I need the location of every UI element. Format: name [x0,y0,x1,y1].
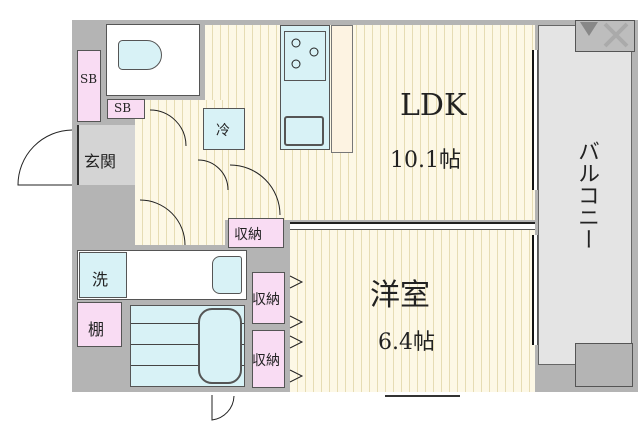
balcony-window-2 [532,235,538,345]
sink-icon [284,116,324,146]
closet-1-label: 収納 [234,227,262,243]
entrance-label: 玄関 [84,152,117,171]
balcony-corner-block [575,343,633,387]
closet-3 [252,330,285,388]
ldk-size: 10.1帖 [390,148,461,173]
wash-basin [212,256,242,294]
western-room-floor [290,230,535,392]
balcony-window-1 [532,50,538,190]
toilet-icon [118,40,162,70]
kitchen-back-counter [331,25,353,153]
ldk-floor [205,25,535,220]
western-room-size: 6.4帖 [378,330,435,355]
shelf-label: 棚 [88,320,105,339]
stove-icon [284,31,326,81]
linen-shelf [77,302,122,347]
washer-space [79,252,127,298]
shoe-box-1 [77,50,101,122]
fridge-label: 冷 [216,123,230,139]
washer-label: 洗 [92,270,109,289]
balcony [538,25,632,365]
shoe-box-1-label: SB [80,72,98,86]
shoe-box-2-label: SB [114,101,132,115]
shoe-box-2 [107,99,145,119]
bathtub [198,308,242,384]
ldk-name: LDK [400,88,467,123]
closet-1 [228,218,284,248]
fridge-space [203,108,245,150]
entrance-floor [77,125,135,185]
balcony-label: バルコニー [574,140,599,250]
closet-2-label: 収納 [252,292,280,308]
kitchen-counter [280,25,330,150]
western-room-name: 洋室 [370,278,430,313]
closet-2 [252,272,285,324]
closet-3-label: 収納 [252,353,280,369]
sliding-partition [290,222,535,230]
